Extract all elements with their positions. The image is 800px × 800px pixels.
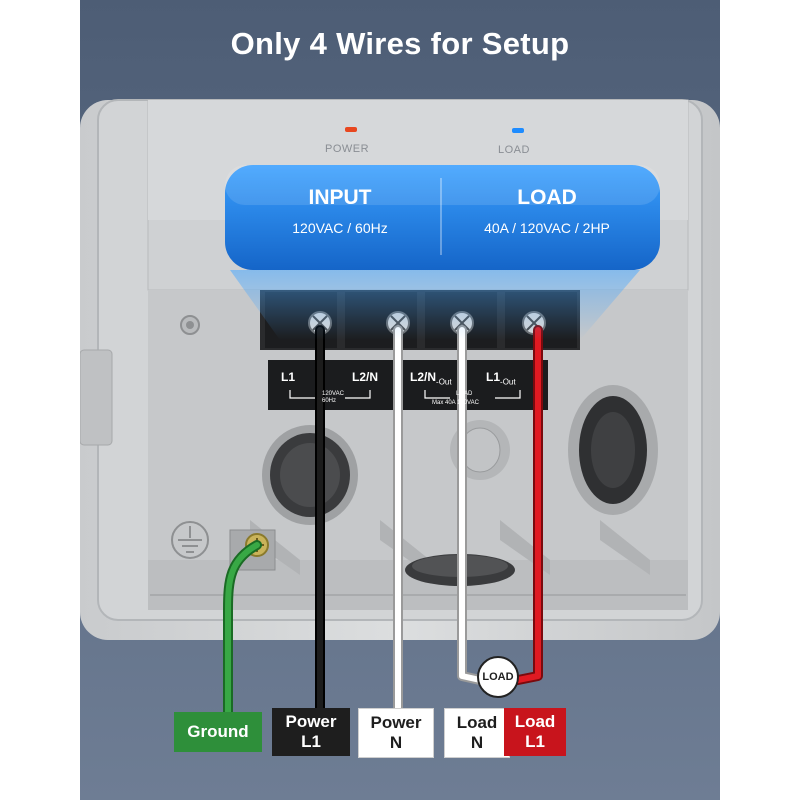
terminal-l1-label: L1 <box>281 370 296 384</box>
power-led <box>345 127 357 132</box>
hinge <box>80 349 113 446</box>
terminal-l1-out-label: L1-Out <box>486 370 516 387</box>
load-rating-text-1: LOAD <box>456 391 473 397</box>
load-spec: 40A / 120VAC / 2HP <box>484 220 610 236</box>
wire-label-ground: Ground <box>174 712 262 752</box>
load-rating-text-2: Max 40A 120VAC <box>432 400 479 406</box>
product-photo: Only 4 Wires for Setup POWER LOAD INPUT … <box>80 0 720 800</box>
wire-label-power-n: Power N <box>358 708 434 758</box>
spec-banner <box>225 165 660 270</box>
grommet-icon <box>262 425 358 525</box>
wire-label-power-l1: Power L1 <box>272 708 350 756</box>
terminal-label-plate <box>268 360 548 410</box>
load-indicator-label: LOAD <box>498 144 530 156</box>
enclosure-illustration <box>80 99 720 717</box>
wire-label-load-l1: Load L1 <box>504 708 566 756</box>
input-rating-text: 120VAC 60Hz <box>322 391 344 404</box>
banner-glow <box>230 270 640 340</box>
load-led <box>512 128 524 133</box>
ground-symbol-icon <box>171 521 209 559</box>
terminal-l2n-label: L2/N <box>352 370 379 384</box>
power-indicator-label: POWER <box>325 143 370 155</box>
terminal-l2n-out-label: L2/N-Out <box>410 370 452 387</box>
load-badge: LOAD <box>477 656 519 698</box>
wires <box>223 325 543 717</box>
headline: Only 4 Wires for Setup <box>230 26 570 61</box>
input-title: INPUT <box>308 186 372 209</box>
wire-label-load-n: Load N <box>444 708 510 758</box>
input-spec: 120VAC / 60Hz <box>292 220 388 236</box>
load-title: LOAD <box>517 186 577 209</box>
